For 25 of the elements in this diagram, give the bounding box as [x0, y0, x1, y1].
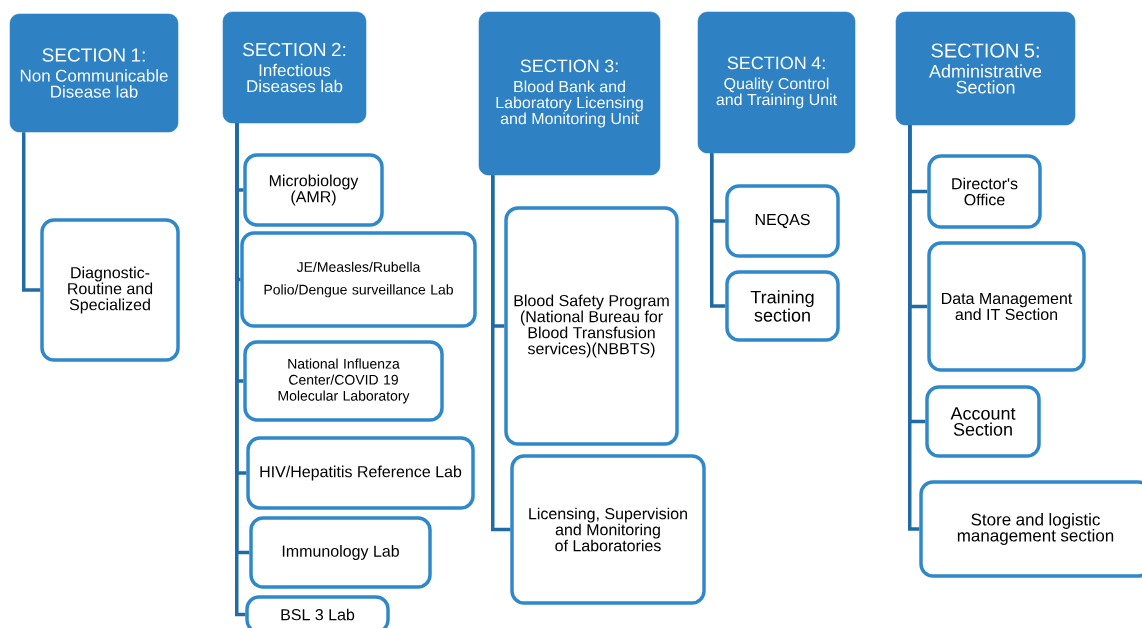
unit-box: BSL 3 Lab — [245, 595, 390, 628]
unit-box: National Influenza Center/COVID 19 Molecular Laboratory — [243, 340, 444, 422]
unit-box: Diagnostic-Routine and Specialized — [40, 218, 180, 362]
section-header-box: SECTION 4: Quality Control and Training Unit — [697, 11, 856, 154]
unit-box: Store and logistic management section — [919, 480, 1142, 578]
section-header-box: SECTION 2: Infectious Diseases lab — [222, 11, 367, 124]
unit-box: Training section — [725, 270, 840, 342]
connector-line — [491, 175, 511, 532]
connector-line — [908, 125, 920, 531]
unit-box: Account Section — [925, 385, 1041, 458]
unit-box: Immunology Lab — [249, 516, 432, 589]
unit-box: Blood Safety Program (National Bureau for Blood Transfusion services)(NBBTS) — [504, 206, 679, 446]
unit-box: Licensing, Supervision and Monitoring of Laboratories — [510, 454, 706, 605]
connector-line — [235, 123, 246, 617]
section-header-box: SECTION 5: Administrative Section — [895, 11, 1076, 126]
section-header-box: SECTION 1: Non Communicable Disease lab — [9, 13, 179, 133]
section-header-box: SECTION 3: Blood Bank and Laboratory Licensing and Monitoring Unit — [478, 11, 661, 176]
connector-line — [710, 153, 726, 308]
unit-box: Data Management and IT Section — [927, 241, 1086, 372]
connector-line — [22, 132, 41, 292]
unit-box: NEQAS — [725, 184, 840, 258]
unit-box: HIV/Hepatitis Reference Lab — [246, 436, 475, 510]
unit-box: JE/Measles/Rubella Polio/Dengue surveillance Lab — [240, 231, 477, 328]
unit-box: Director's Office — [927, 154, 1042, 229]
unit-box: Microbiology (AMR) — [243, 153, 384, 227]
